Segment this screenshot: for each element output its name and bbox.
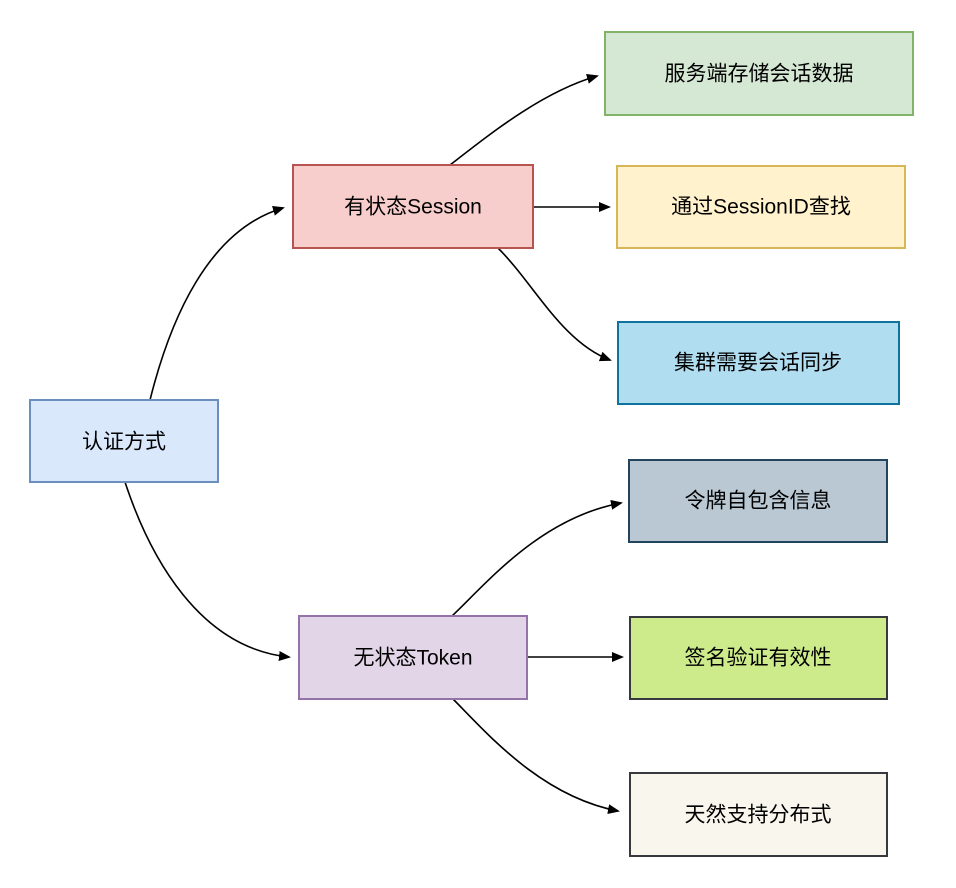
edge-session-to-child1[interactable] xyxy=(449,73,599,166)
node-session-child2[interactable]: 通过SessionID查找 xyxy=(616,165,906,249)
node-session-child3-label: 集群需要会话同步 xyxy=(674,352,842,375)
node-token-label: 无状态Token xyxy=(353,647,472,670)
node-token-child1-label: 令牌自包含信息 xyxy=(685,490,832,513)
edge-root-to-session[interactable] xyxy=(149,206,285,401)
node-session-child1-label: 服务端存储会话数据 xyxy=(665,63,854,86)
edge-session-to-child3[interactable] xyxy=(497,247,612,362)
edge-token-to-child1[interactable] xyxy=(451,499,623,617)
node-root-label: 认证方式 xyxy=(82,431,166,454)
edge-root-to-token[interactable] xyxy=(124,481,291,661)
node-token-child3-label: 天然支持分布式 xyxy=(685,804,832,827)
node-session-child3[interactable]: 集群需要会话同步 xyxy=(617,321,900,405)
node-session-label: 有状态Session xyxy=(344,196,482,219)
node-token-child2[interactable]: 签名验证有效性 xyxy=(629,616,888,700)
node-session[interactable]: 有状态Session xyxy=(292,164,534,249)
node-token-child3[interactable]: 天然支持分布式 xyxy=(629,772,888,857)
node-root[interactable]: 认证方式 xyxy=(29,399,219,483)
node-session-child2-label: 通过SessionID查找 xyxy=(671,196,851,219)
edge-token-to-child3[interactable] xyxy=(452,698,620,815)
node-token-child1[interactable]: 令牌自包含信息 xyxy=(628,459,888,543)
node-token[interactable]: 无状态Token xyxy=(298,615,528,700)
node-token-child2-label: 签名验证有效性 xyxy=(685,647,832,670)
node-session-child1[interactable]: 服务端存储会话数据 xyxy=(604,31,914,116)
